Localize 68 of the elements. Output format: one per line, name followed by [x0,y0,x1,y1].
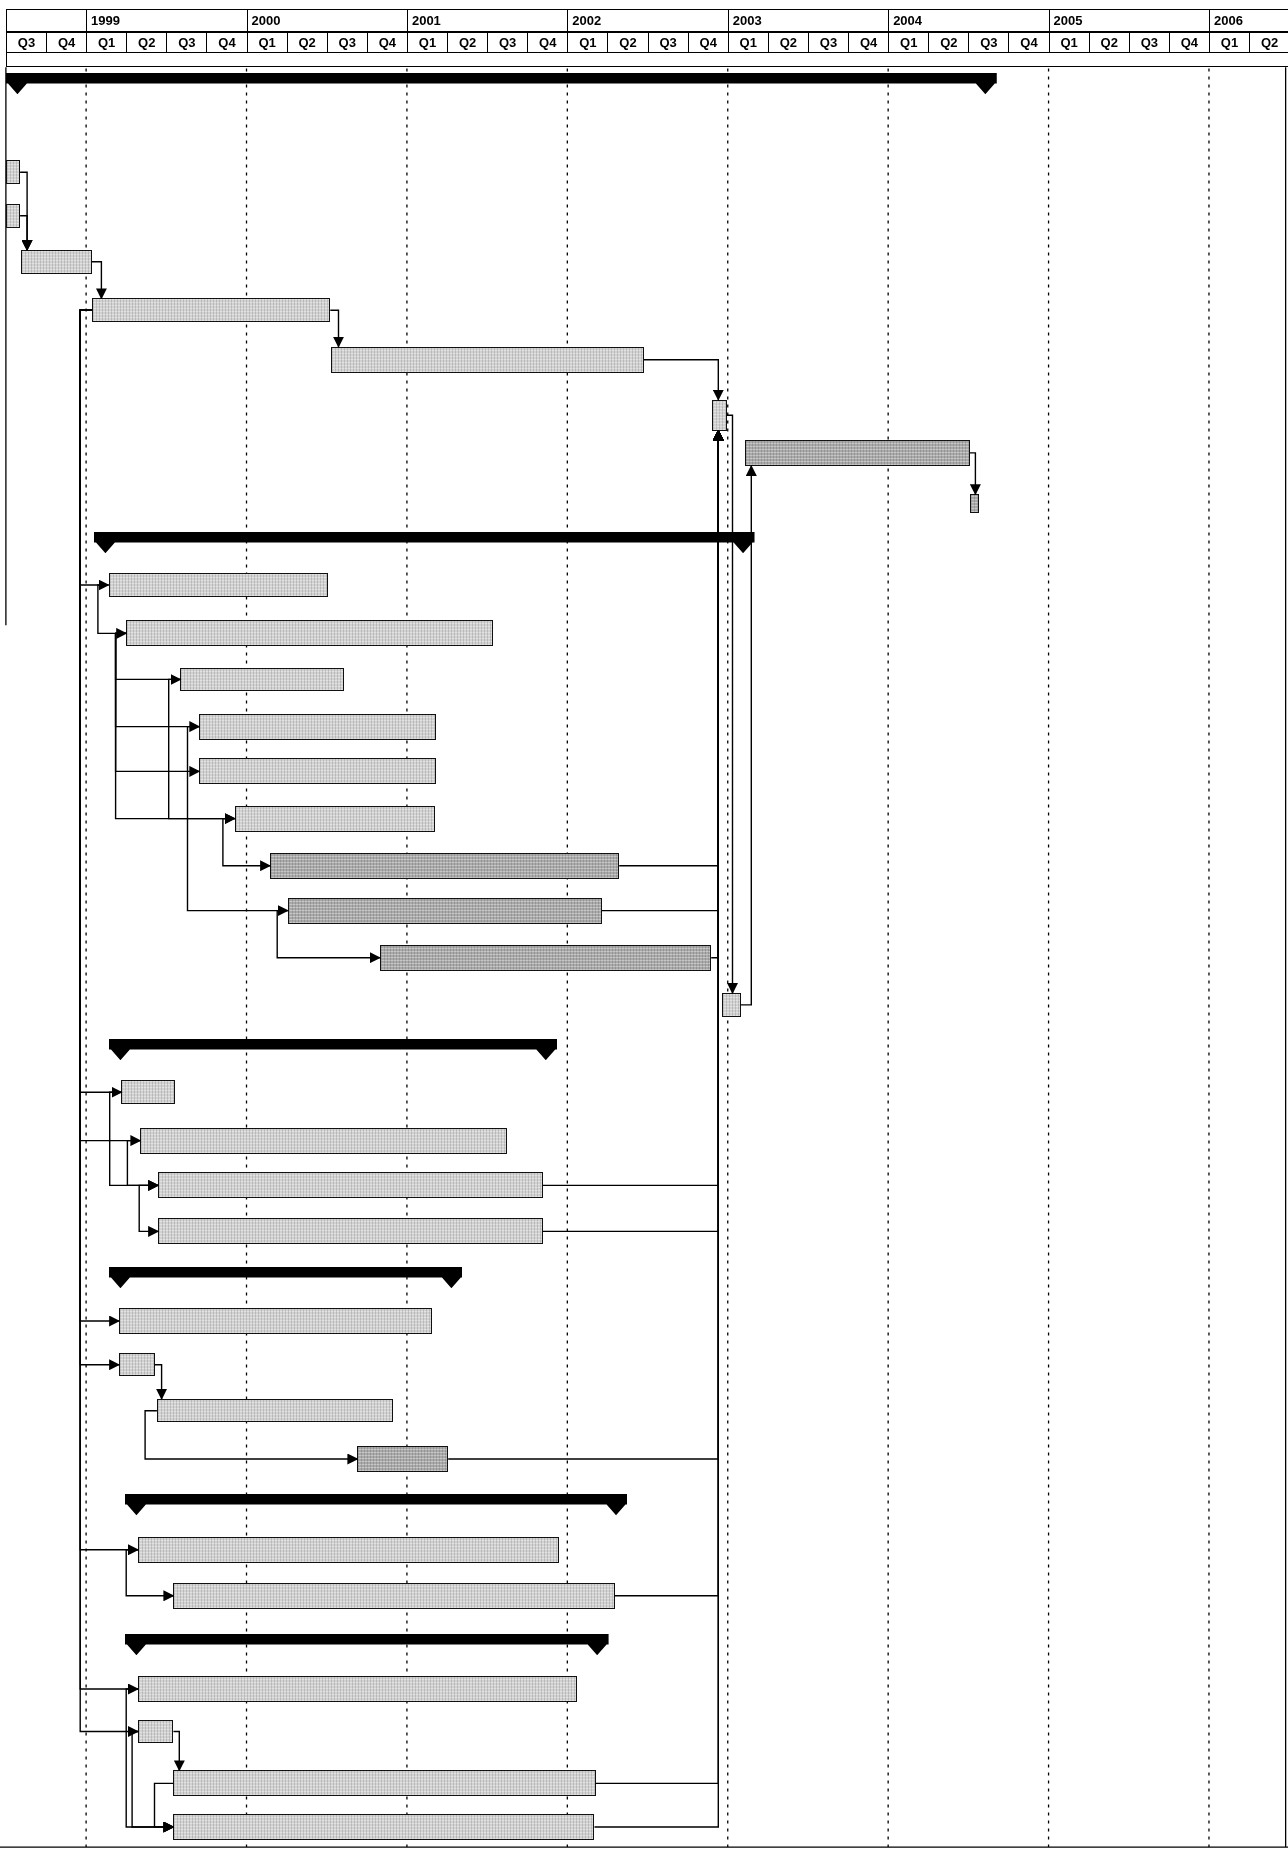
task-bar [173,1770,596,1797]
task-bar [745,439,970,466]
arrow [19,215,33,252]
task-bar [158,1172,543,1199]
arrow [97,584,128,639]
summary-bar [108,1039,557,1061]
task-bar [199,713,437,740]
task-bar [270,852,620,879]
year-label: 1999 [86,9,248,32]
year-label: 2004 [888,9,1050,32]
task-bar [234,805,436,832]
year-label: 2002 [567,9,729,32]
task-bar [138,1676,577,1702]
quarter-label: Q4 [1008,31,1050,54]
arrow [968,452,981,496]
arrow [172,1730,185,1772]
task-bar [119,1352,155,1377]
task-bar [140,1127,508,1154]
task-bar [721,993,741,1017]
task-bar [21,250,92,274]
arrow [168,678,236,825]
arrow [740,464,757,1006]
arrow [725,414,738,995]
arrow [91,261,107,300]
task-bar [119,1308,432,1334]
summary-bar [125,1633,609,1655]
quarter-label: Q2 [1249,31,1288,54]
arrow [153,1782,175,1833]
summary-bar [94,531,755,554]
task-bar [108,573,328,597]
year-label: 2003 [727,9,890,32]
task-bar [379,944,712,971]
arrow [138,1184,160,1237]
task-bar [126,620,493,647]
year-label: 2000 [246,9,408,32]
task-bar [173,1582,615,1609]
arrow [153,1364,168,1400]
task-bar [199,758,437,785]
arrow [643,359,724,401]
task-bar [156,1398,393,1423]
quarter-label: Q2 [607,31,649,54]
task-bar [173,1814,595,1840]
task-bar [969,494,979,514]
task-bar [180,667,345,692]
task-bar [92,298,331,322]
arrow [276,909,381,964]
task-bar [331,346,644,373]
arrow [329,309,344,348]
arrow [126,1139,160,1191]
year-label: 2001 [406,9,569,32]
year-label: 2005 [1048,9,1210,32]
task-bar [121,1080,175,1104]
task-bar [138,1536,560,1563]
arrow [186,725,289,917]
summary-bar [125,1494,628,1516]
arrow [222,817,272,872]
arrow [125,1549,175,1602]
arrow [144,1410,359,1465]
summary-bar [5,73,997,95]
task-bar [712,399,727,431]
task-bar [287,897,602,924]
year-label: 2006 [1208,9,1288,32]
summary-bar [108,1266,463,1288]
quarter-label: Q4 [206,31,248,54]
task-bar [158,1218,543,1245]
task-bar [357,1446,449,1472]
quarter-label: Q3 [5,31,47,54]
task-bar [138,1719,174,1744]
